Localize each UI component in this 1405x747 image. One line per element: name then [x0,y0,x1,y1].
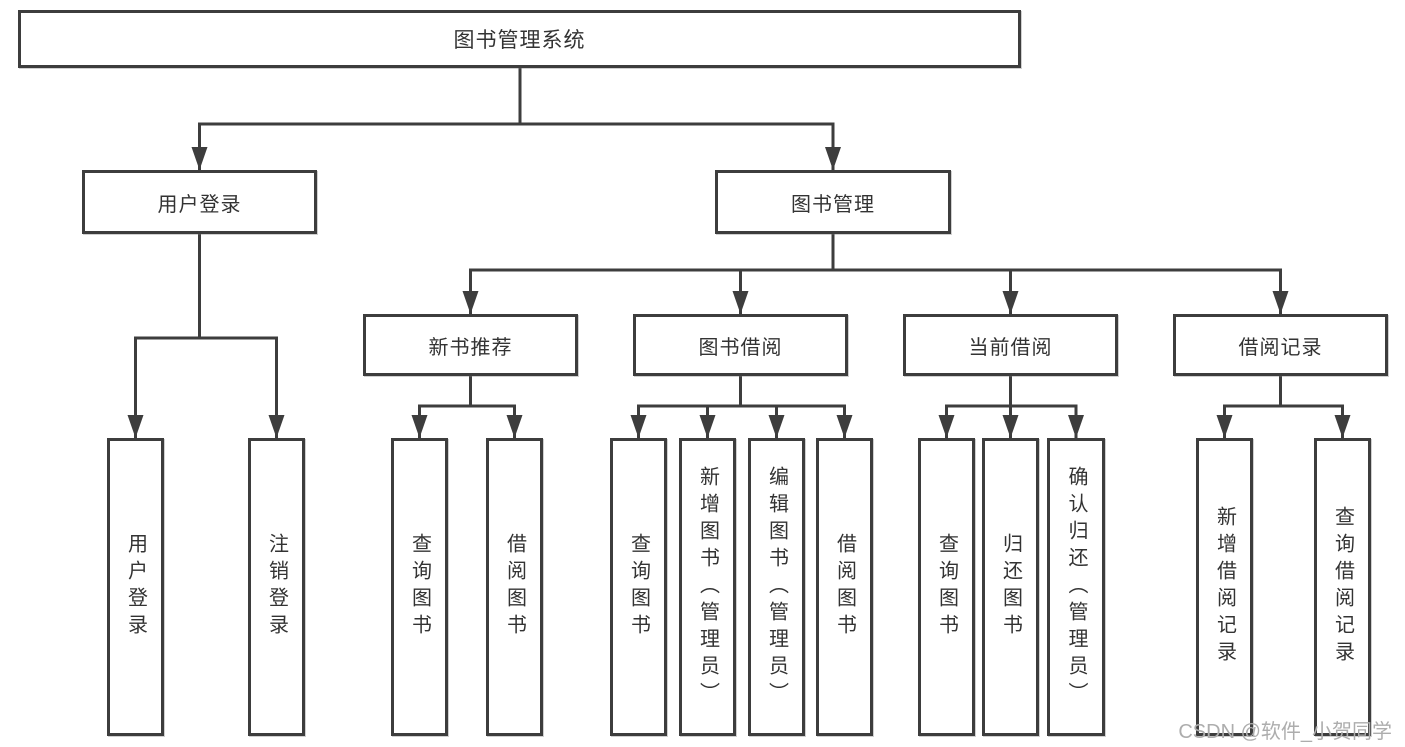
connector-newbookrec-to-leaves [418,376,516,438]
node-book-management: 图书管理 [715,170,951,234]
node-label: 借阅图书 [503,533,526,641]
node-library-management-system: 图书管理系统 [18,10,1021,68]
leaf-borrow-books: 借阅图书 [816,438,873,736]
node-new-book-recommendation: 新书推荐 [363,314,578,376]
arrow-icon [1272,291,1289,314]
arrow-icon [732,291,749,314]
leaf-query-books-current: 查询图书 [918,438,975,736]
leaf-add-borrow-record: 新增借阅记录 [1196,438,1253,736]
node-label: 新增图书（管理员） [696,465,719,709]
arrow-icon [127,415,144,438]
node-label: 新增借阅记录 [1213,506,1236,668]
arrow-icon [506,415,523,438]
arrow-icon [1002,415,1019,438]
node-user-login: 用户登录 [82,170,317,234]
arrowheads [127,147,1351,438]
leaf-borrow-books-recommend: 借阅图书 [486,438,543,736]
node-book-borrowing: 图书借阅 [633,314,848,376]
arrow-icon [462,291,479,314]
arrow-icon [191,147,208,170]
leaf-query-books-borrowing: 查询图书 [610,438,667,736]
node-label: 用户登录 [157,193,242,216]
leaf-user-login: 用户登录 [107,438,164,736]
node-label: 新书推荐 [428,336,513,359]
leaf-query-borrow-record: 查询借阅记录 [1314,438,1371,736]
node-label: 查询图书 [408,533,431,641]
connector-bookmgmt-to-level3 [469,234,1282,314]
node-label: 编辑图书（管理员） [765,465,788,709]
node-label: 查询借阅记录 [1331,506,1354,668]
arrow-icon [836,415,853,438]
arrow-icon [268,415,285,438]
leaf-return-books: 归还图书 [982,438,1039,736]
connector-userlogin-to-leaves [134,234,278,438]
node-label: 确认归还（管理员） [1065,465,1087,709]
arrow-icon [630,415,647,438]
node-label: 注销登录 [265,533,288,641]
node-label: 图书管理 [791,193,875,216]
node-label: 图书管理系统 [453,29,586,52]
arrow-icon [1216,415,1233,438]
arrow-icon [938,415,955,438]
arrow-icon [699,415,716,438]
node-label: 借阅记录 [1238,336,1323,359]
node-borrowing-records: 借阅记录 [1173,314,1388,376]
arrow-icon [1334,415,1351,438]
node-label: 借阅图书 [833,533,856,641]
arrow-icon [768,415,785,438]
connector-root-to-level2 [198,68,835,170]
node-label: 查询图书 [935,533,958,641]
node-label: 图书借阅 [698,336,783,359]
node-current-borrowing: 当前借阅 [903,314,1118,376]
arrow-icon [1002,291,1019,314]
leaf-edit-books-admin: 编辑图书（管理员） [748,438,805,736]
node-label: 用户登录 [124,533,147,641]
leaf-query-books-recommend: 查询图书 [391,438,448,736]
arrow-icon [825,147,841,170]
csdn-watermark: CSDN @软件_小贺同学 [1178,721,1392,743]
connector-bookborrow-to-leaves [637,376,846,438]
leaf-logout: 注销登录 [248,438,305,736]
node-label: 当前借阅 [968,336,1053,359]
node-label: 归还图书 [999,533,1022,641]
arrow-icon [411,415,428,438]
arrow-icon [1068,415,1084,438]
leaf-add-books-admin: 新增图书（管理员） [679,438,736,736]
node-label: 查询图书 [627,533,650,641]
leaf-confirm-return-admin: 确认归还（管理员） [1047,438,1105,736]
connector-borrowrecords-to-leaves [1223,376,1344,438]
